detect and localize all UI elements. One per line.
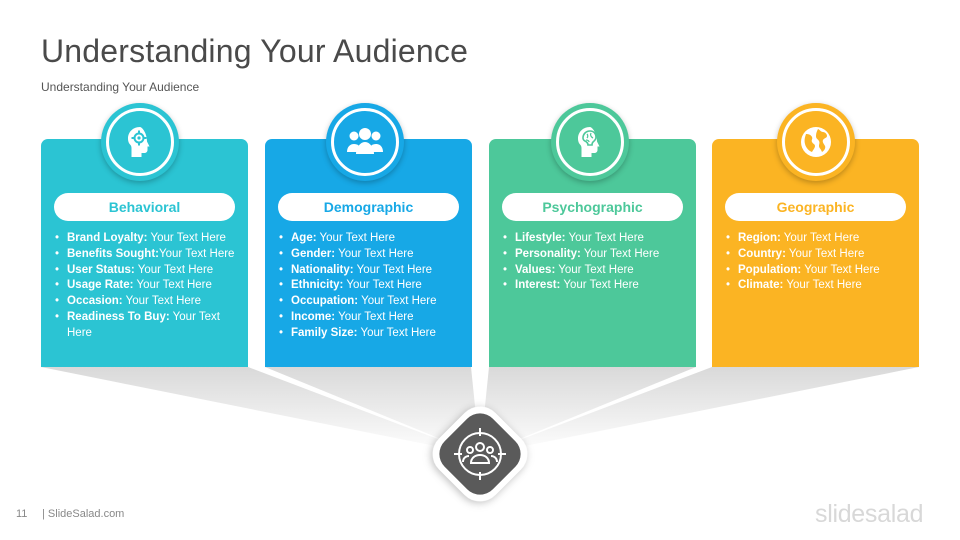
card-list: Region: Your Text Here Country: Your Tex… — [726, 231, 918, 294]
head-gear-icon — [128, 127, 150, 157]
card-list: Brand Loyalty: Your Text Here Benefits S… — [55, 231, 247, 342]
list-item: Personality: Your Text Here — [503, 247, 695, 263]
brand-logo: slidesalad — [815, 500, 924, 528]
list-item: Nationality: Your Text Here — [279, 263, 471, 279]
list-item: Brand Loyalty: Your Text Here — [55, 231, 247, 247]
psychographic-icon-badge — [551, 103, 629, 181]
card-list: Age: Your Text Here Gender: Your Text He… — [279, 231, 471, 342]
group-icon — [347, 128, 383, 154]
list-item: Benefits Sought:Your Text Here — [55, 247, 247, 263]
beam-left — [41, 367, 480, 455]
list-item: Age: Your Text Here — [279, 231, 471, 247]
list-item: Occupation: Your Text Here — [279, 294, 471, 310]
list-item: Usage Rate: Your Text Here — [55, 278, 247, 294]
card-behavioral: Behavioral Brand Loyalty: Your Text Here… — [41, 139, 248, 367]
slide-subtitle: Understanding Your Audience — [41, 80, 200, 94]
center-badge — [432, 406, 528, 502]
list-item: Occasion: Your Text Here — [55, 294, 247, 310]
target-audience-icon — [454, 428, 506, 480]
list-item: Lifestyle: Your Text Here — [503, 231, 695, 247]
behavioral-icon-badge — [101, 103, 179, 181]
card-label: Demographic — [278, 193, 459, 221]
geographic-icon-badge — [777, 103, 855, 181]
list-item: Interest: Your Text Here — [503, 278, 695, 294]
list-item: Gender: Your Text Here — [279, 247, 471, 263]
list-item: Income: Your Text Here — [279, 310, 471, 326]
demographic-icon-badge — [326, 103, 404, 181]
slide-title: Understanding Your Audience — [41, 33, 469, 69]
card-label: Geographic — [725, 193, 906, 221]
page-number: 11 — [16, 508, 28, 520]
card-list: Lifestyle: Your Text Here Personality: Y… — [503, 231, 695, 294]
list-item: Climate: Your Text Here — [726, 278, 918, 294]
footer-site: | SlideSalad.com — [42, 508, 125, 520]
globe-icon — [801, 127, 831, 157]
brain-head-icon — [578, 127, 600, 157]
list-item: Population: Your Text Here — [726, 263, 918, 279]
list-item: Values: Your Text Here — [503, 263, 695, 279]
list-item: Country: Your Text Here — [726, 247, 918, 263]
list-item: Region: Your Text Here — [726, 231, 918, 247]
card-label: Psychographic — [502, 193, 683, 221]
card-label: Behavioral — [54, 193, 235, 221]
beam-mid-right — [480, 367, 696, 455]
list-item: User Status: Your Text Here — [55, 263, 247, 279]
beam-right — [480, 367, 919, 455]
list-item: Ethnicity: Your Text Here — [279, 278, 471, 294]
list-item: Family Size: Your Text Here — [279, 326, 471, 342]
card-geographic: Geographic Region: Your Text Here Countr… — [712, 139, 919, 367]
list-item: Readiness To Buy: Your Text Here — [55, 310, 247, 342]
beam-mid-left — [265, 367, 480, 455]
